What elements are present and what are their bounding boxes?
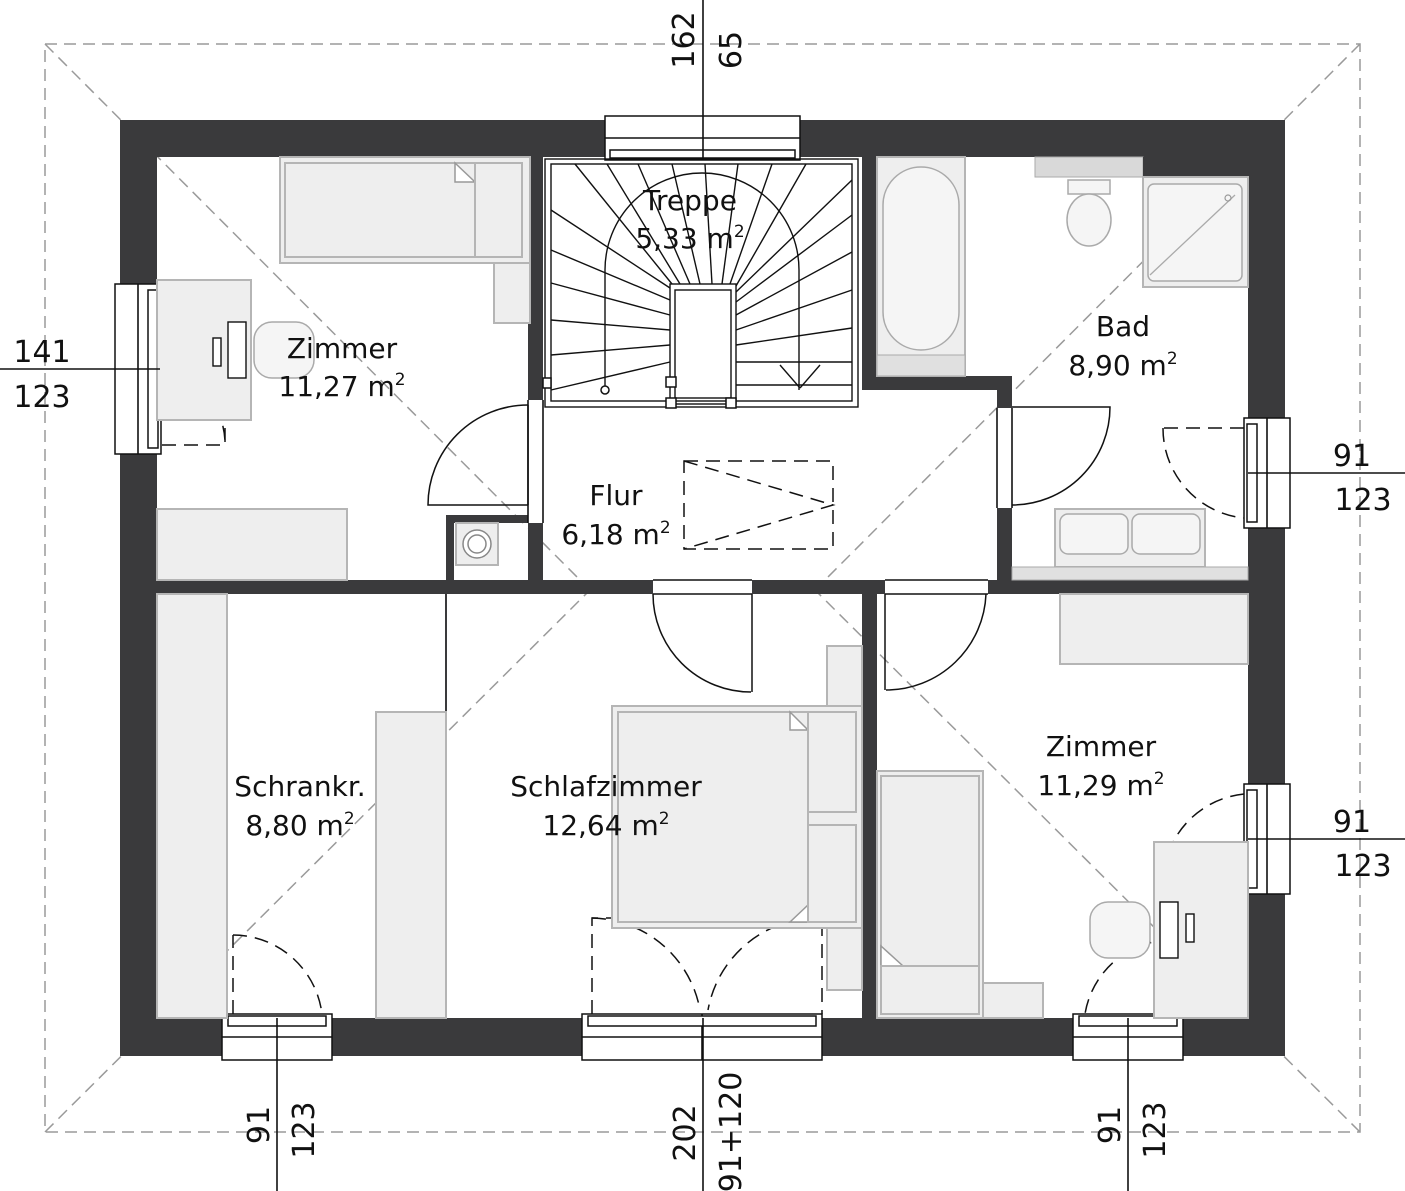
dim-bottom-right-a: 91: [1093, 1106, 1128, 1144]
sideboard-se: [1059, 593, 1249, 665]
dim-right-lower-a: 91: [1333, 805, 1371, 840]
interior-walls: [157, 157, 1248, 1018]
keyboard: [227, 321, 247, 379]
attic-hatch: [683, 460, 836, 550]
door-openings: [527, 400, 1013, 596]
room-area-bad: 8,90 m2: [1068, 349, 1177, 382]
window-swing-right-upper: [1162, 427, 1245, 519]
dim-right-upper-b: 123: [1334, 483, 1391, 518]
room-area-treppe: 5,33 m2: [635, 222, 744, 255]
furniture-bad: [876, 156, 1249, 581]
window-swing-bottom-left: [232, 934, 323, 1015]
chair: [253, 321, 315, 379]
room-area-schrankraum: 8,80 m2: [245, 809, 354, 842]
furniture-zimmer-nw: [156, 156, 531, 581]
furniture-schlafzimmer: [611, 645, 863, 991]
room-name-flur: Flur: [589, 479, 643, 512]
door-swing-schlafzimmer: [652, 593, 753, 693]
sideboard: [156, 508, 348, 581]
stair-direction-arrow: [779, 364, 821, 389]
dimension-labels: 162 65 141 123 91 123 91 123 91 123 202 …: [13, 11, 1391, 1191]
door-swing-bad: [1011, 406, 1111, 506]
room-name-schlafzimmer: Schlafzimmer: [510, 770, 702, 803]
toilet: [1066, 179, 1112, 247]
dim-bottom-left-a: 91: [242, 1106, 277, 1144]
chair-se: [1089, 901, 1151, 959]
stair-treads: [550, 163, 853, 391]
room-name-zimmer-se: Zimmer: [1046, 730, 1157, 763]
room-name-treppe: Treppe: [642, 184, 737, 217]
room-name-zimmer-nw: Zimmer: [287, 332, 398, 365]
dim-top-b: 65: [714, 31, 749, 69]
room-name-schrankraum: Schrankr.: [234, 770, 365, 803]
room-name-bad: Bad: [1096, 310, 1150, 343]
door-swing-zimmer-se: [884, 593, 987, 691]
room-area-schlafzimmer: 12,64 m2: [542, 809, 669, 842]
dim-bottom-left-b: 123: [287, 1101, 322, 1158]
staircase: [542, 158, 859, 409]
room-area-zimmer-nw: 11,27 m2: [278, 370, 405, 403]
furniture-zimmer-se: [876, 593, 1249, 1019]
room-area-zimmer-se: 11,29 m2: [1037, 769, 1164, 802]
dim-bottom-center-a: 202: [668, 1104, 703, 1161]
dim-left-b: 123: [13, 380, 70, 415]
window-swing-bottom-center: [591, 917, 823, 1014]
furniture-schrankraum: [156, 593, 447, 1019]
window-bottom-center: [581, 1013, 823, 1061]
room-labels: Zimmer 11,27 m2 Treppe 5,33 m2 Bad 8,90 …: [234, 184, 1177, 842]
wardrobe-right: [375, 711, 447, 1019]
dim-left-a: 141: [13, 335, 70, 370]
dim-bottom-right-b: 123: [1138, 1101, 1173, 1158]
washing-machine: [455, 522, 499, 566]
dim-right-lower-b: 123: [1334, 849, 1391, 884]
wardrobe-left: [156, 593, 228, 1019]
door-swing-zimmer-nw: [427, 404, 529, 506]
room-area-flur: 6,18 m2: [561, 518, 670, 551]
dim-right-upper-a: 91: [1333, 439, 1371, 474]
shower: [1142, 176, 1249, 288]
dim-bottom-center-b: 91+120: [714, 1072, 749, 1191]
dim-top-a: 162: [667, 11, 702, 68]
keyboard-se: [1159, 901, 1179, 959]
double-vanity: [1011, 508, 1249, 581]
